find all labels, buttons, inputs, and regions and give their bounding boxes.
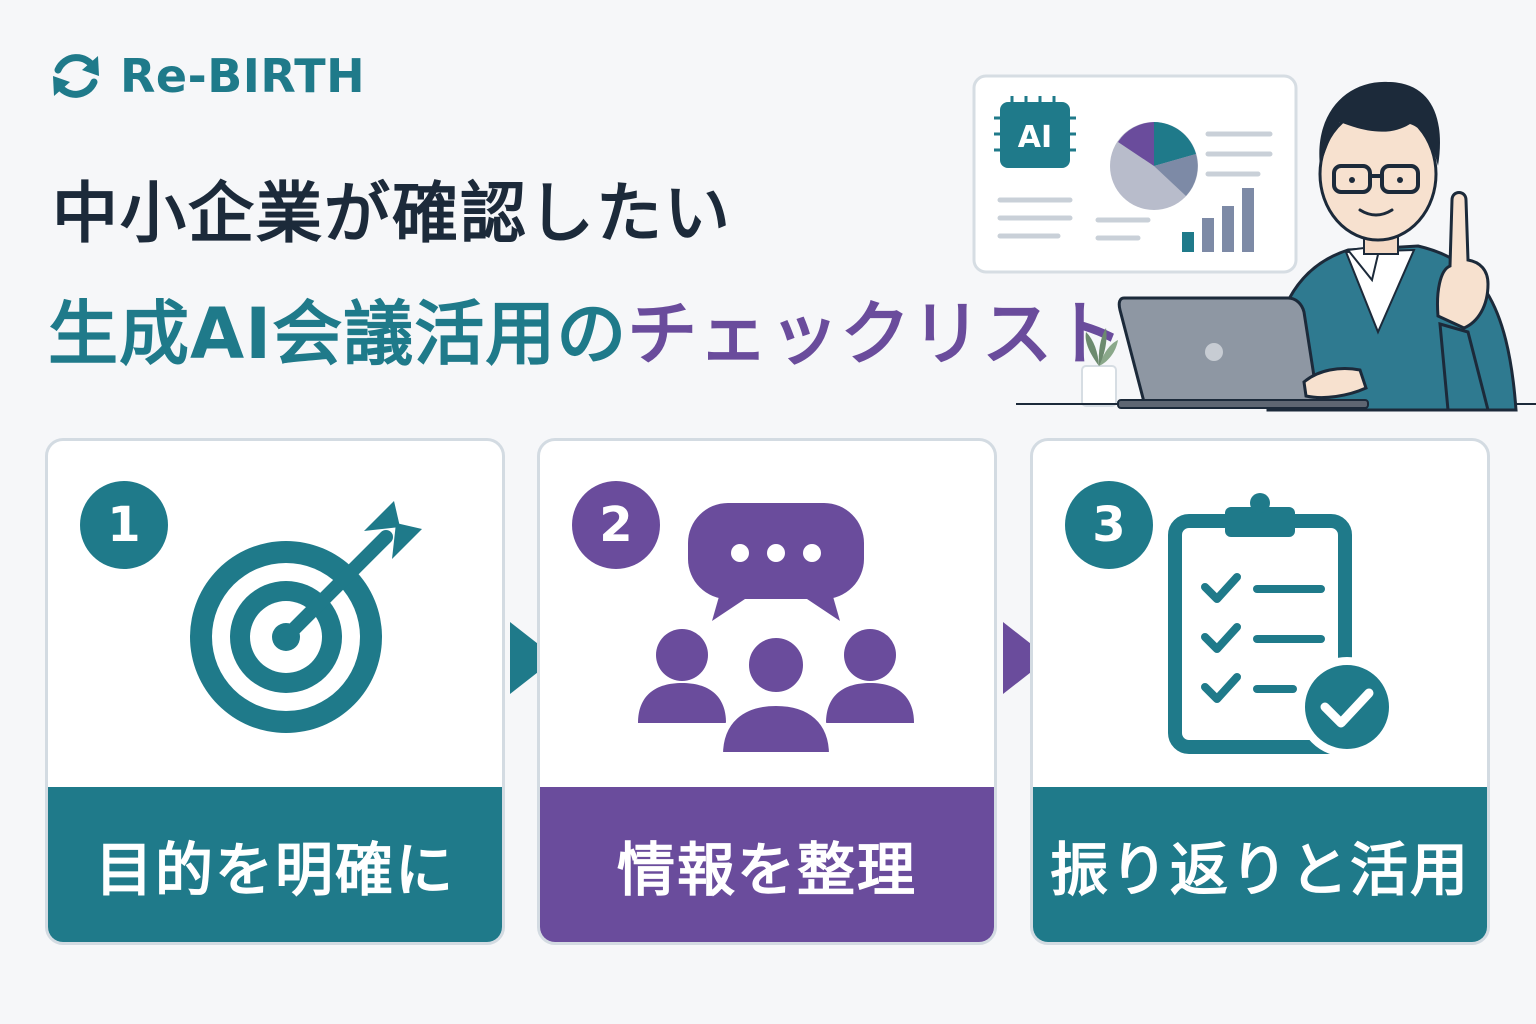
target-arrow-icon: [190, 501, 422, 733]
step-number-badge: 3: [1065, 481, 1153, 569]
laptop-icon: [1117, 296, 1369, 409]
businessman-illustration: AI: [972, 74, 1536, 412]
ai-dashboard-panel: AI: [972, 74, 1298, 274]
brand-name: Re-BIRTH: [120, 49, 366, 103]
brand-logo: Re-BIRTH: [46, 46, 365, 106]
meeting-chat-icon: [638, 503, 914, 758]
step-card-3: 3 振り返りと活用: [1030, 438, 1490, 945]
headline-line2: 生成AI会議活用のチェックリスト: [48, 278, 1124, 379]
headline-line1: 中小企業が確認したい: [52, 175, 732, 252]
svg-text:AI: AI: [1018, 120, 1052, 155]
step-number-badge: 1: [80, 481, 168, 569]
step-label: 振り返りと活用: [1033, 787, 1487, 942]
potted-plant-icon: [1081, 328, 1118, 407]
headline-line2-part1: 生成AI会議活用の: [48, 293, 628, 375]
step-label: 情報を整理: [540, 787, 994, 942]
step-card-2: 2 情報を整理: [537, 438, 997, 945]
ai-chip-icon: [1000, 102, 1070, 168]
step-number-badge: 2: [572, 481, 660, 569]
headline-line2-part2: チェックリスト: [627, 293, 1125, 375]
clipboard-checklist-icon: [1168, 493, 1397, 757]
step-label: 目的を明確に: [48, 787, 502, 942]
refresh-cycle-icon: [53, 54, 99, 98]
step-card-1: 1 目的を明確に: [45, 438, 505, 945]
